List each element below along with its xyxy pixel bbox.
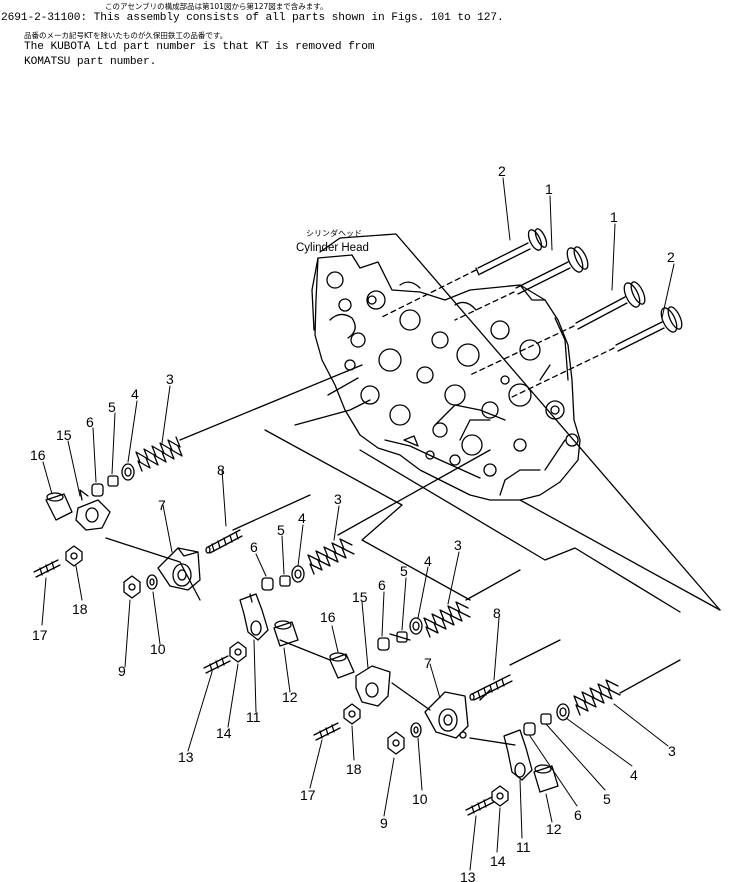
adjust-screw-17-upper [33, 559, 61, 578]
bushing-16-lower [329, 652, 355, 679]
callout-2: 2 [498, 163, 506, 179]
callout-3: 3 [668, 743, 676, 759]
lock-nuts [65, 545, 509, 807]
valve-axes [379, 269, 615, 399]
callout-4: 4 [630, 767, 638, 783]
rocker-bracket-right [424, 691, 469, 739]
callout-4: 4 [424, 553, 432, 569]
rocker-arm-15-lower [355, 665, 391, 707]
valve-2-upper [475, 228, 548, 276]
callout-15: 15 [56, 427, 72, 443]
note-line-2-jp: 品番のメーカ記号KTを除いたものが久保田鉄工の品番です。 [24, 31, 228, 40]
cylinder-head [311, 254, 581, 501]
callout-15: 15 [352, 589, 368, 605]
assembly-axes [179, 364, 681, 694]
stud-lower [469, 674, 513, 701]
callout-17: 17 [300, 787, 316, 803]
frame-lines [105, 399, 681, 746]
callout-10: 10 [412, 791, 428, 807]
callout-16: 16 [30, 447, 46, 463]
leader-lines [41, 177, 675, 871]
callout-7: 7 [424, 655, 432, 671]
rocker-arm-15-upper [75, 489, 111, 531]
callout-9: 9 [118, 663, 126, 679]
callout-17: 17 [32, 627, 48, 643]
callout-2: 2 [667, 249, 675, 265]
callout-6: 6 [250, 539, 258, 555]
cylinder-head-label-jp: シリンダヘッド [306, 228, 362, 238]
callout-13: 13 [460, 869, 476, 882]
valve-1-upper [515, 246, 589, 295]
callout-10: 10 [150, 641, 166, 657]
note-line-4-en: KOMATSU part number. [24, 56, 157, 68]
callout-14: 14 [490, 853, 506, 869]
valve-spring-lower [573, 679, 621, 716]
adjust-screw-13-lower [465, 796, 495, 816]
callout-18: 18 [72, 601, 88, 617]
note-line-3-en: The KUBOTA Ltd part number is that KT is… [24, 41, 375, 53]
callout-13: 13 [178, 749, 194, 765]
callout-14: 14 [216, 725, 232, 741]
callout-4: 4 [298, 510, 306, 526]
callout-4: 4 [131, 386, 139, 402]
rocker-bracket-left [157, 547, 201, 591]
adjust-screw-17-lower [313, 722, 341, 741]
callout-9: 9 [380, 815, 388, 831]
callout-labels: 2 1 1 2 3 4 5 6 15 16 8 7 3 4 5 6 3 4 5 … [30, 163, 676, 882]
note-line-1-en: 2691-2-31100: This assembly consists of … [1, 12, 504, 24]
valve-caps [91, 483, 536, 736]
spring-seats [121, 463, 570, 721]
bushing-16-upper [45, 492, 73, 521]
callout-5: 5 [400, 563, 408, 579]
bushing-12-lower [533, 764, 559, 793]
cylinder-head-label: シリンダヘッド Cylinder Head [296, 228, 369, 254]
cylinder-head-label-en: Cylinder Head [296, 242, 369, 254]
callout-6: 6 [574, 807, 582, 823]
callout-18: 18 [346, 761, 362, 777]
callout-3: 3 [166, 371, 174, 387]
callout-8: 8 [493, 605, 501, 621]
valve-spring-upper [135, 436, 183, 472]
callout-5: 5 [108, 399, 116, 415]
callout-6: 6 [378, 577, 386, 593]
bracket-nuts [123, 575, 405, 755]
adjust-screw-13-upper [203, 655, 231, 674]
valve-spring-mid-left [307, 538, 355, 575]
callout-5: 5 [603, 791, 611, 807]
callout-3: 3 [334, 491, 342, 507]
callout-5: 5 [277, 522, 285, 538]
bushing-12-upper [273, 620, 299, 647]
rocker-arm-11-lower [503, 729, 533, 781]
callout-7: 7 [158, 497, 166, 513]
callout-1: 1 [610, 209, 618, 225]
valve-2-lower [615, 306, 683, 352]
callout-12: 12 [546, 821, 562, 837]
rocker-arm-11-upper [239, 593, 269, 641]
note-line-1-jp: このアセンブリの構成部品は第101図から第127図まで含みます。 [105, 2, 328, 11]
stud-upper [205, 529, 243, 554]
callout-6: 6 [86, 414, 94, 430]
callout-12: 12 [282, 689, 298, 705]
valve-1-lower [575, 281, 646, 330]
bracket-washers [146, 574, 422, 738]
valve-cotters [107, 475, 552, 725]
callout-1: 1 [545, 181, 553, 197]
callout-3: 3 [454, 537, 462, 553]
valve-spring-mid-right [423, 601, 471, 638]
callout-8: 8 [217, 462, 225, 478]
callout-11: 11 [516, 839, 531, 855]
callout-16: 16 [320, 609, 336, 625]
callout-11: 11 [246, 709, 261, 725]
